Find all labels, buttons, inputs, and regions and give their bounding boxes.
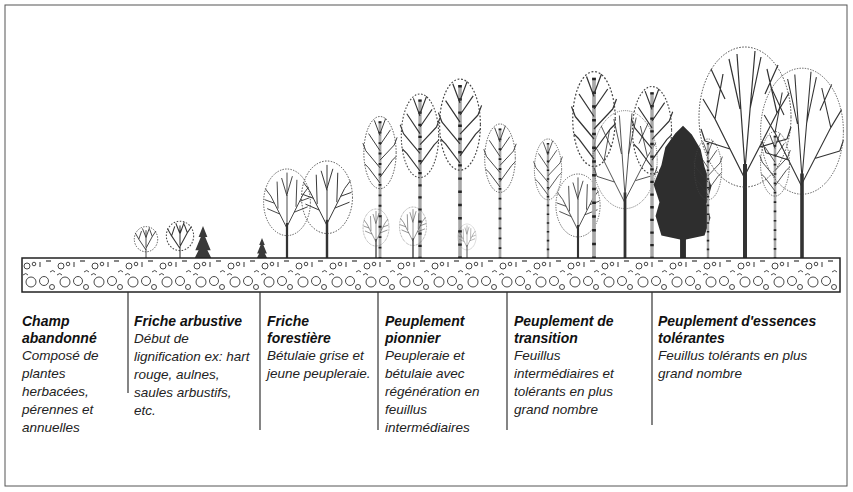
separator-line: [259, 292, 260, 430]
stage-heading: Peuplement d'essences tolérantes: [658, 313, 840, 347]
birch-tree: [363, 116, 397, 259]
trees: [134, 47, 843, 259]
stage-description: Début de lignification ex: hart rouge, a…: [134, 330, 252, 420]
birch-tree: [438, 79, 481, 259]
stage-description: Peupleraie et bétulaie avec régénération…: [385, 347, 503, 437]
hardwood-tree: [699, 47, 791, 259]
stage-description: Feuillus intermédiaires et tolérants en …: [514, 347, 646, 419]
birch-tree: [484, 124, 516, 259]
stage-description: Composé de plantes herbacées, pérennes e…: [22, 347, 122, 437]
small-conifer: [256, 238, 267, 259]
stage-heading: Peuplement de transition: [514, 313, 646, 347]
birch-tree: [760, 132, 791, 260]
separator-line: [127, 292, 128, 393]
soil-pattern: [23, 259, 839, 291]
stage-heading: Friche arbustive: [134, 313, 252, 330]
soil-band: [22, 258, 840, 292]
shrub: [134, 227, 157, 259]
birch-tree: [694, 139, 723, 259]
regeneration-tree: [458, 224, 476, 259]
young-tree: [302, 161, 353, 259]
small-conifer: [194, 226, 212, 259]
stage-heading: Friche forestière: [267, 313, 373, 347]
birch-tree: [572, 72, 617, 260]
dark-tree: [654, 126, 712, 259]
shrub: [166, 221, 193, 259]
birch-tree: [400, 94, 440, 259]
stage-heading: Champ abandonné: [22, 313, 122, 347]
hardwood-tree: [761, 68, 844, 259]
stage-description: Bétulaie grise et jeune peupleraie.: [267, 347, 373, 383]
frame: [5, 5, 847, 486]
separator-line: [506, 292, 507, 430]
stage-heading: Peuplement pionnier: [385, 313, 503, 347]
separator-line: [651, 292, 652, 425]
stage-description: Feuillus tolérants en plus grand nombre: [658, 347, 840, 383]
birch-tree: [534, 139, 563, 259]
hardwood-tree: [593, 111, 657, 259]
regeneration-tree: [363, 209, 389, 259]
regeneration-tree: [399, 207, 426, 259]
separator-line: [377, 292, 378, 430]
